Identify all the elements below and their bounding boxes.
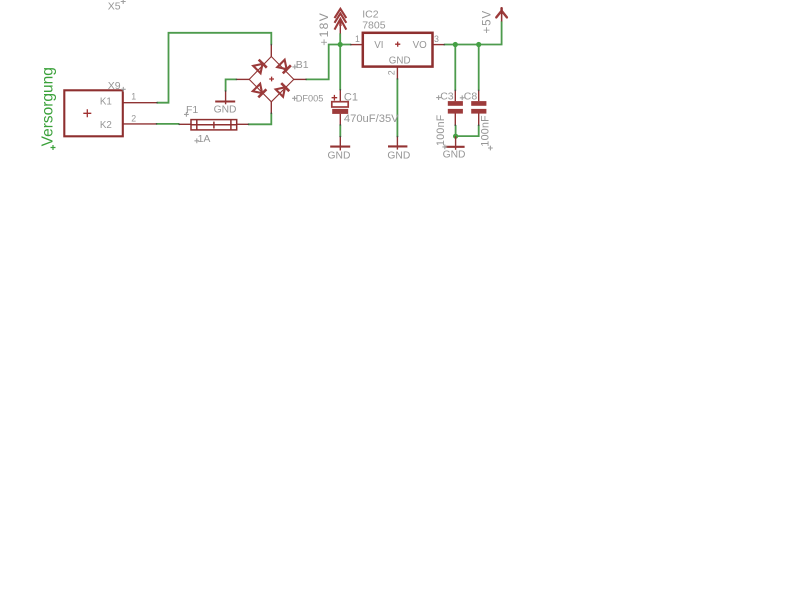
svg-text:3: 3 xyxy=(434,34,439,44)
svg-text:IC2: IC2 xyxy=(362,9,379,21)
svg-text:+18V: +18V xyxy=(317,12,331,46)
svg-text:C1: C1 xyxy=(344,92,358,104)
svg-text:7805: 7805 xyxy=(362,19,386,31)
svg-text:100nF: 100nF xyxy=(435,114,447,146)
svg-text:2: 2 xyxy=(131,113,136,123)
svg-text:K2: K2 xyxy=(100,120,112,131)
svg-text:Versorgung: Versorgung xyxy=(40,67,57,146)
svg-text:1A: 1A xyxy=(198,133,211,145)
svg-text:DF005: DF005 xyxy=(296,94,324,104)
svg-text:GND: GND xyxy=(328,151,351,162)
svg-text:+5V: +5V xyxy=(481,10,494,34)
svg-text:VI: VI xyxy=(374,40,383,51)
svg-text:2: 2 xyxy=(387,70,397,75)
svg-text:GND: GND xyxy=(389,56,411,67)
svg-text:C3: C3 xyxy=(440,90,454,102)
svg-text:F1: F1 xyxy=(186,104,198,116)
svg-text:X5: X5 xyxy=(108,1,121,13)
svg-text:1: 1 xyxy=(355,34,360,44)
svg-text:GND: GND xyxy=(387,151,410,162)
svg-text:1: 1 xyxy=(131,92,136,102)
svg-text:X9: X9 xyxy=(108,80,121,92)
svg-text:C8: C8 xyxy=(464,90,478,102)
svg-text:B1: B1 xyxy=(296,59,309,71)
svg-text:VO: VO xyxy=(413,40,428,51)
svg-text:GND: GND xyxy=(214,104,237,115)
svg-text:470uF/35V: 470uF/35V xyxy=(344,113,399,125)
svg-text:K1: K1 xyxy=(100,96,112,107)
svg-text:100nF: 100nF xyxy=(480,115,492,147)
svg-text:GND: GND xyxy=(443,150,466,161)
